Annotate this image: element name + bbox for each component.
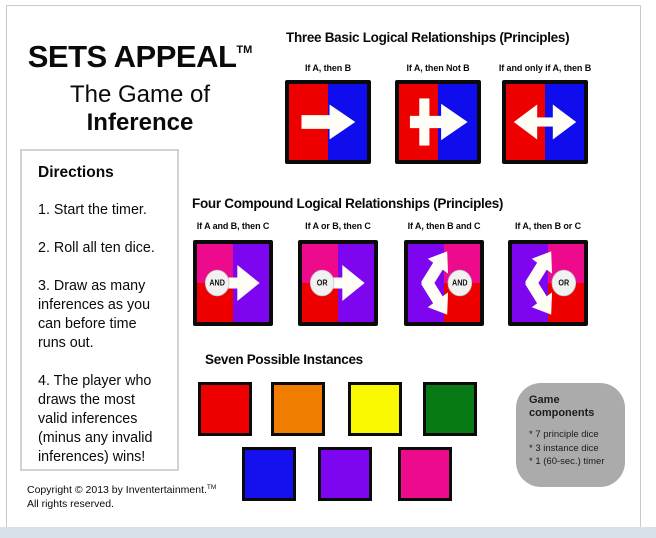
components-heading: Game components bbox=[529, 394, 595, 419]
instance-square-blue bbox=[242, 447, 296, 501]
instance-square-green bbox=[423, 382, 477, 436]
instance-square-yellow bbox=[348, 382, 402, 436]
instance-square-orange bbox=[271, 382, 325, 436]
die-if-and-only-if-a-then-b bbox=[502, 80, 588, 164]
component-item-3: * 1 (60-sec.) timer bbox=[529, 456, 605, 467]
compound-die-3-label: If A, then B and C bbox=[407, 221, 481, 231]
compound-die-2-label: If A or B, then C bbox=[305, 221, 371, 231]
compound-die-4-label: If A, then B or C bbox=[515, 221, 581, 231]
footer: Copyright © 2013 by Inventertainment.TM … bbox=[27, 481, 216, 511]
die-if-a-and-b-then-c: AND bbox=[193, 240, 273, 326]
instance-square-pink bbox=[398, 447, 452, 501]
direction-step-4: 4. The player who draws the most valid i… bbox=[38, 373, 153, 465]
game-title: SETS APPEALTM bbox=[16, 33, 264, 74]
svg-text:AND: AND bbox=[452, 278, 468, 287]
footer-trademark-mark: TM bbox=[206, 484, 217, 491]
component-item-2: * 3 instance dice bbox=[529, 442, 599, 454]
subtitle-line2: Inference bbox=[86, 109, 194, 136]
game-title-text: SETS APPEAL bbox=[27, 39, 237, 74]
copyright-line: Copyright © 2013 by Inventertainment.TM bbox=[27, 481, 216, 498]
svg-text:OR: OR bbox=[317, 278, 328, 287]
component-item-1: * 7 principle dice bbox=[529, 429, 599, 440]
directions-box: Directions 1. Start the timer. 2. Roll a… bbox=[20, 149, 179, 471]
game-components-box: Game components * 7 principle dice * 3 i… bbox=[516, 383, 625, 487]
die-if-a-then-not-b bbox=[395, 80, 481, 164]
instance-square-red bbox=[198, 382, 252, 436]
components-list: * 7 principle dice * 3 instance dice * 1… bbox=[529, 428, 617, 469]
basic-section-heading: Three Basic Logical Relationships (Princ… bbox=[286, 30, 570, 45]
directions-heading: Directions bbox=[38, 164, 114, 181]
basic-die-2-label: If A, then Not B bbox=[406, 63, 470, 73]
subtitle-line1: The Game of bbox=[69, 81, 211, 108]
die-if-a-or-b-then-c: OR bbox=[298, 240, 378, 326]
copyright-text: Copyright © 2013 by Inventertainment. bbox=[27, 484, 207, 496]
die-if-a-then-b-or-c: OR bbox=[508, 240, 588, 326]
svg-text:OR: OR bbox=[558, 278, 569, 287]
rights-line: All rights reserved. bbox=[27, 497, 114, 510]
direction-step-3: 3. Draw as many inferences as you can be… bbox=[38, 278, 151, 351]
compound-die-1-label: If A and B, then C bbox=[196, 221, 270, 231]
die-if-a-then-b bbox=[285, 80, 371, 164]
die-if-a-then-b-and-c: AND bbox=[404, 240, 484, 326]
instances-section-heading: Seven Possible Instances bbox=[205, 352, 363, 367]
direction-step-2: 2. Roll all ten dice. bbox=[38, 240, 155, 256]
svg-text:AND: AND bbox=[209, 278, 225, 287]
title-block: SETS APPEALTM The Game of Inference bbox=[16, 33, 264, 137]
bottom-scroll-track bbox=[0, 527, 656, 538]
direction-step-1: 1. Start the timer. bbox=[38, 202, 147, 218]
instance-square-purple bbox=[318, 447, 372, 501]
basic-die-1-label: If A, then B bbox=[305, 63, 351, 73]
compound-section-heading: Four Compound Logical Relationships (Pri… bbox=[192, 196, 504, 211]
basic-die-3-label: If and only if A, then B bbox=[498, 63, 592, 73]
trademark-mark: TM bbox=[236, 44, 253, 56]
